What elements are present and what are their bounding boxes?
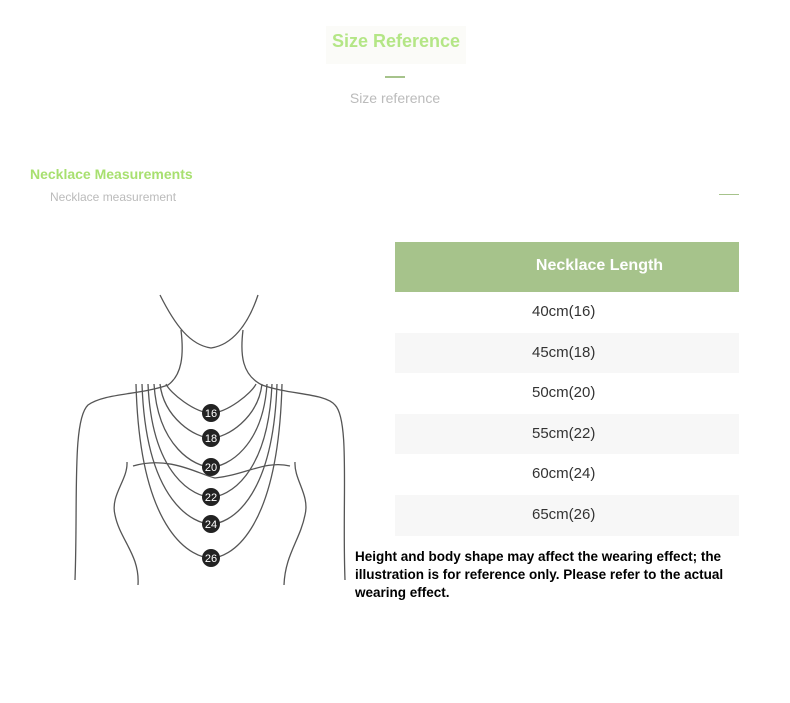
table-row: 65cm(26) [395, 494, 739, 536]
length-marker-label: 20 [205, 462, 217, 474]
right-shoulder [241, 329, 346, 581]
table-row: 60cm(24) [532, 465, 596, 483]
table-row: 55cm(22) [395, 413, 739, 455]
length-marker-label: 16 [205, 408, 217, 420]
column-header: Necklace Length [535, 257, 664, 274]
section-title: Necklace Measurements [30, 166, 193, 182]
disclaimer-note: Height and body shape may affect the wea… [355, 549, 724, 600]
left-breast [113, 461, 139, 586]
page-subtitle: Size reference [349, 90, 441, 106]
length-marker-label: 26 [205, 553, 217, 565]
length-marker-label: 18 [205, 433, 217, 445]
chest-line [132, 462, 291, 479]
table-row: 40cm(16) [532, 303, 596, 320]
right-breast [283, 461, 307, 586]
length-marker-24 [202, 515, 220, 533]
table-header: Necklace Length [395, 242, 739, 292]
length-marker-label: 24 [205, 519, 217, 531]
left-shoulder [74, 329, 183, 581]
divider [385, 76, 405, 78]
length-marker-20 [202, 458, 220, 476]
jaw-line [159, 294, 259, 349]
table-row: 50cm(20) [532, 384, 596, 402]
length-marker-16 [202, 404, 220, 422]
page-title: Size Reference [326, 26, 466, 64]
length-marker-22 [202, 488, 220, 506]
necklace-chain-20 [153, 383, 268, 468]
section-divider [719, 194, 739, 195]
size-table: Necklace Length 40cm(16) 45cm(18) 50cm(2… [395, 242, 739, 536]
length-marker-label: 22 [205, 492, 217, 504]
length-marker-26 [202, 549, 220, 567]
section-subtitle: Necklace measurement [50, 190, 177, 204]
length-marker-18 [202, 429, 220, 447]
table-row: 45cm(18) [395, 332, 739, 374]
